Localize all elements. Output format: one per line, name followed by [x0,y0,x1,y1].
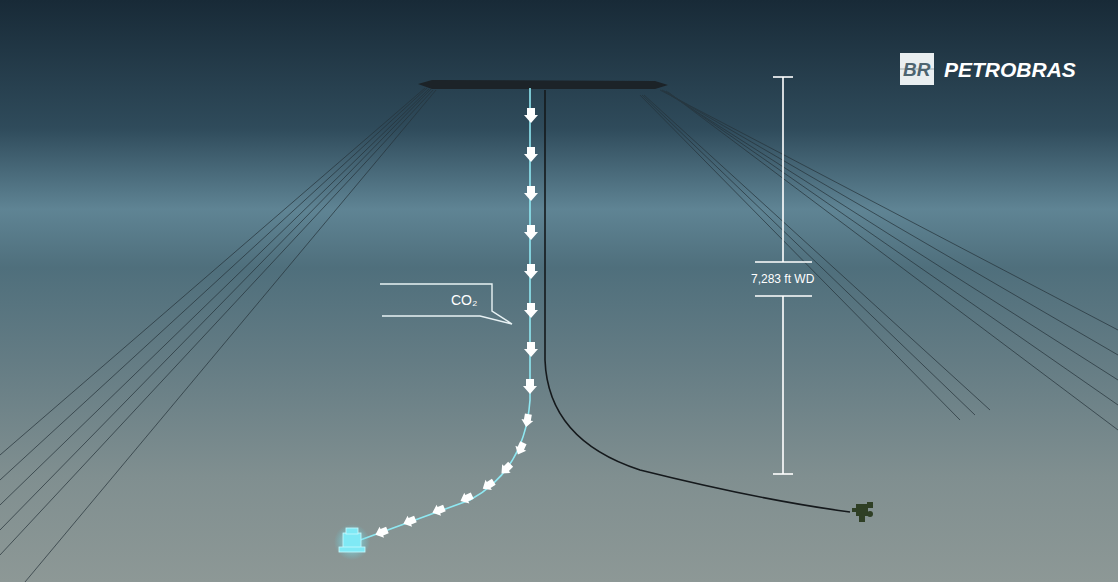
logo-box [900,53,934,85]
co2-manifold [339,528,365,552]
substance-label: CO₂ [451,292,477,308]
mooring-lines [0,88,1118,582]
depth-label: 7,283 ft WD [751,272,814,286]
injection-riser [352,88,530,543]
wellhead-tree [852,502,873,522]
callout-outline [380,284,512,324]
logo-mark: BR [903,59,930,81]
manifold-glow [334,524,370,560]
production-riser [545,90,850,512]
brand-name: PETROBRAS [944,58,1076,82]
flow-arrows [373,108,538,540]
fpso-ship [418,80,668,89]
